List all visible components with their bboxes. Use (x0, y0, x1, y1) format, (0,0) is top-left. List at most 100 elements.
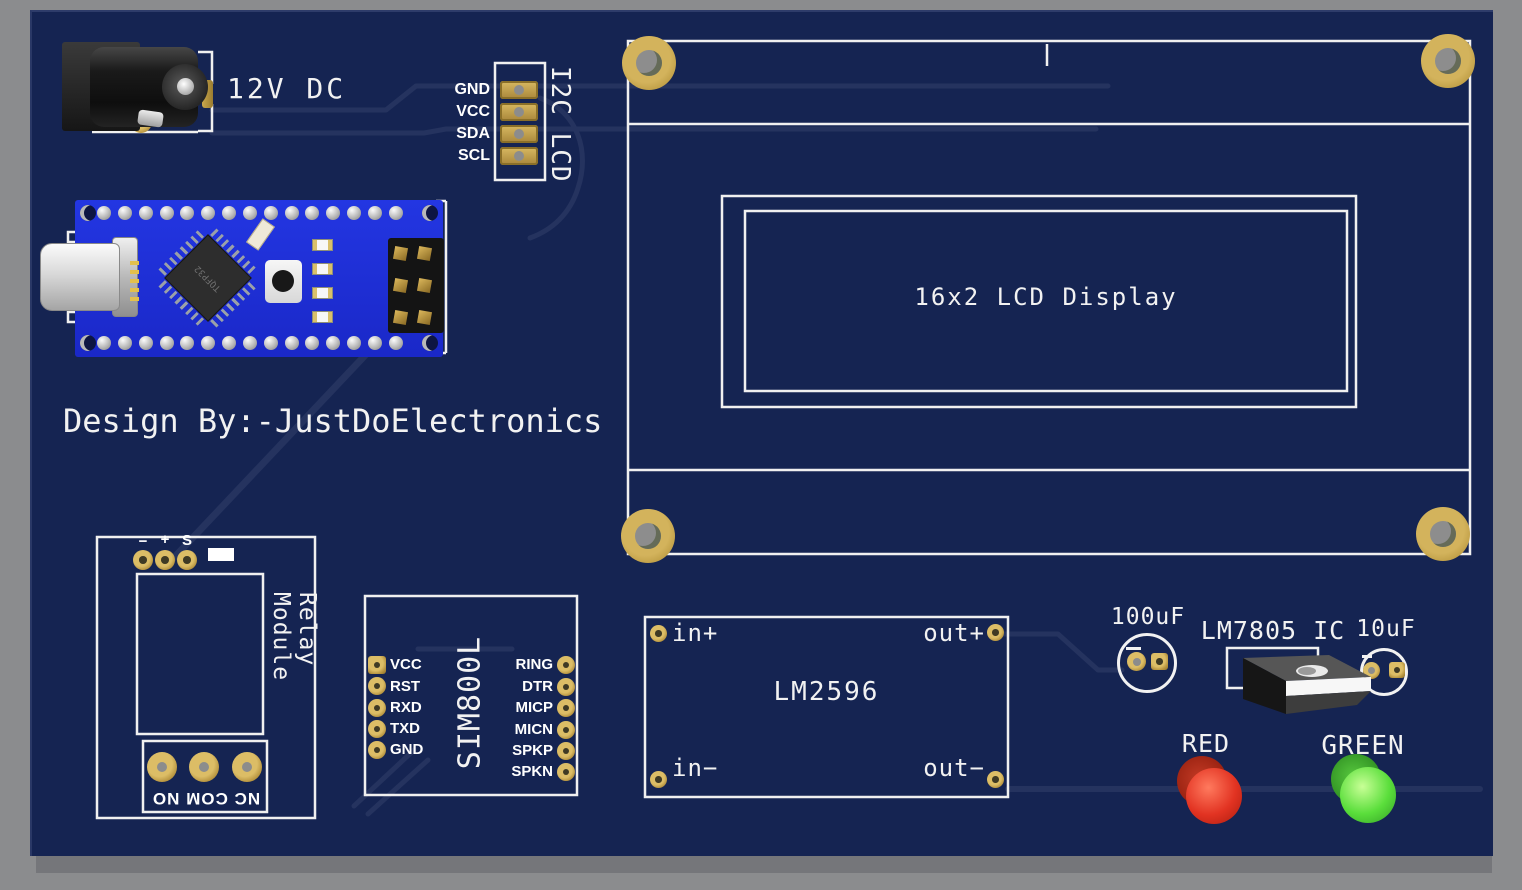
nano-pin-row-top (97, 206, 403, 220)
nano-header-pin (388, 206, 403, 220)
nano-mount-hole (80, 335, 96, 351)
sim800l-pin-label: SPKP (512, 742, 553, 759)
nano-header-pin (97, 206, 111, 220)
lm2596-outline (643, 615, 1010, 799)
regulator-ic-label: LM7805 IC (1200, 616, 1346, 645)
i2c-pad-sda (500, 125, 538, 143)
usb-contact (130, 270, 139, 274)
sim800l-pin-label: RING (515, 656, 554, 673)
sim800l-pin-label: RST (390, 678, 420, 695)
lm2596-pad (650, 625, 667, 642)
nano-header-pin (263, 206, 278, 220)
relay-pin-label-signal: S (181, 532, 192, 549)
lcd-outer-outline (626, 39, 1472, 556)
i2c-pin-label-gnd: GND (454, 81, 490, 98)
output-cap-pad (1389, 662, 1405, 678)
relay-body-outline (135, 572, 265, 736)
pcb-board (30, 10, 1493, 856)
red-led-dome (1186, 768, 1242, 824)
nano-header-pin (180, 206, 195, 220)
icsp-header (388, 238, 444, 333)
nano-header-pin (180, 336, 195, 350)
nano-header-pin (201, 336, 216, 350)
sim800l-pad (368, 741, 386, 759)
nano-header-pin (284, 336, 299, 350)
nano-header-pin (97, 336, 111, 350)
nano-header-pin (305, 206, 320, 220)
nano-header-pin (117, 336, 132, 350)
relay-pin-label-minus: − (138, 533, 148, 550)
sim800l-pad (368, 720, 386, 738)
nano-mount-hole (422, 335, 438, 351)
sim800l-pin-label: TXD (390, 720, 420, 737)
nano-header-pin (347, 206, 362, 220)
output-cap-label: 10uF (1356, 616, 1416, 642)
relay-module-title: Relay Module (268, 592, 320, 682)
sim800l-pad-vcc (368, 656, 386, 674)
lcd-screen-outline (743, 209, 1349, 393)
relay-input-pad (155, 550, 175, 570)
output-cap-pad (1363, 662, 1380, 679)
relay-outline (95, 535, 317, 820)
i2c-pad-vcc (500, 103, 538, 121)
nano-header-pin (367, 336, 382, 350)
reset-button (265, 260, 302, 303)
i2c-header-title: I2C LCD (545, 66, 575, 183)
design-credit-text: Design By:-JustDoElectronics (63, 402, 603, 440)
usb-contact (130, 261, 139, 265)
usb-contact (130, 279, 139, 283)
relay-silk-block (208, 548, 234, 561)
jack-pad (202, 80, 213, 108)
relay-input-pad (133, 550, 153, 570)
usb-connector-shell (40, 243, 120, 311)
nano-header-pin (138, 206, 153, 220)
sim800l-pin-label: RXD (390, 699, 422, 716)
nano-header-pin (326, 336, 341, 350)
sim800l-outline (363, 594, 579, 797)
sim800l-pin-label: GND (390, 741, 424, 758)
sim800l-pad (557, 656, 575, 674)
lm2596-pin-label-in-plus: in+ (672, 619, 719, 647)
smd-component (312, 311, 333, 323)
lcd-bezel-outline (720, 194, 1358, 409)
dc-jack-pin (177, 78, 194, 95)
nano-header-pin (326, 206, 341, 220)
green-led-dome (1340, 767, 1396, 823)
relay-pin-label-plus: + (160, 531, 170, 548)
smd-component (312, 287, 333, 299)
input-cap-outline (1117, 633, 1177, 693)
nano-header-pin (201, 206, 216, 220)
lm2596-pad (987, 624, 1004, 641)
i2c-pad-scl (500, 147, 538, 165)
lm2596-pin-label-in-minus: in− (672, 754, 719, 782)
nano-pin-row-bottom (97, 336, 403, 350)
red-led-label: RED (1181, 729, 1231, 758)
i2c-pin-label-scl: SCL (458, 147, 490, 164)
i2c-pin-label-vcc: VCC (456, 103, 490, 120)
lcd-mount-hole (621, 509, 675, 563)
i2c-header-outline (493, 61, 547, 182)
nano-header-pin (388, 336, 403, 350)
sim800l-pad (557, 699, 575, 717)
nano-header-pin (242, 336, 257, 350)
input-cap-pad (1127, 652, 1146, 671)
nano-header-pin (222, 206, 237, 220)
nano-header-pin (367, 206, 382, 220)
relay-output-pad (189, 752, 219, 782)
relay-input-pad (177, 550, 197, 570)
sim800l-pin-label: MICP (515, 699, 554, 716)
lcd-display-label: 16x2 LCD Display (914, 283, 1178, 311)
sim800l-pad (557, 721, 575, 739)
relay-output-outline (141, 739, 269, 814)
nano-header-pin (347, 336, 362, 350)
cap-polarity-mark (1126, 647, 1141, 650)
nano-header-pin (138, 336, 153, 350)
nano-header-pin (263, 336, 278, 350)
lm2596-title: LM2596 (773, 677, 880, 707)
sim800l-pad (368, 677, 386, 695)
sim800l-pad (557, 742, 575, 760)
lm2596-pin-label-out-plus: out+ (923, 619, 985, 647)
